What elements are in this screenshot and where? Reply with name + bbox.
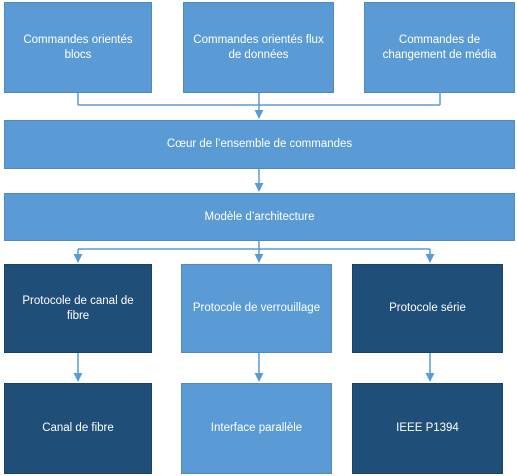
architecture-model-label: Modèle d’architecture xyxy=(204,210,315,223)
fibre-channel-box: Canal de fibre xyxy=(4,383,152,474)
parallel-interface-box: Interface parallèle xyxy=(181,383,332,474)
ieee-p1394-box: IEEE P1394 xyxy=(352,383,503,474)
block-commands-box: Commandes orientés blocs xyxy=(4,2,152,93)
fibre-channel-protocol-box: Protocole de canal de fibre xyxy=(4,264,152,353)
fibre-channel-label: Canal de fibre xyxy=(42,422,114,434)
stream-commands-box: Commandes orientés flux de données xyxy=(183,2,334,93)
fibre-channel-protocol-label: Protocole de canal de fibre xyxy=(22,294,134,322)
interlocked-protocol-box: Protocole de verrouillage xyxy=(181,264,332,353)
media-change-commands-box: Commandes de changement de média xyxy=(364,2,515,93)
block-commands-label: Commandes orientés blocs xyxy=(23,33,133,61)
command-set-core-box: Cœur de l’ensemble de commandes xyxy=(4,120,515,169)
interlocked-protocol-label: Protocole de verrouillage xyxy=(192,302,321,314)
media-change-commands-label: Commandes de changement de média xyxy=(382,33,497,61)
command-set-core-label: Cœur de l’ensemble de commandes xyxy=(166,138,353,150)
serial-protocol-box: Protocole série xyxy=(352,264,503,353)
parallel-interface-label: Interface parallèle xyxy=(210,422,303,434)
architecture-model-box: Modèle d’architecture xyxy=(4,193,515,241)
ieee-p1394-label: IEEE P1394 xyxy=(396,422,459,434)
serial-protocol-label: Protocole série xyxy=(389,302,466,314)
stream-commands-label: Commandes orientés flux de données xyxy=(193,33,324,61)
